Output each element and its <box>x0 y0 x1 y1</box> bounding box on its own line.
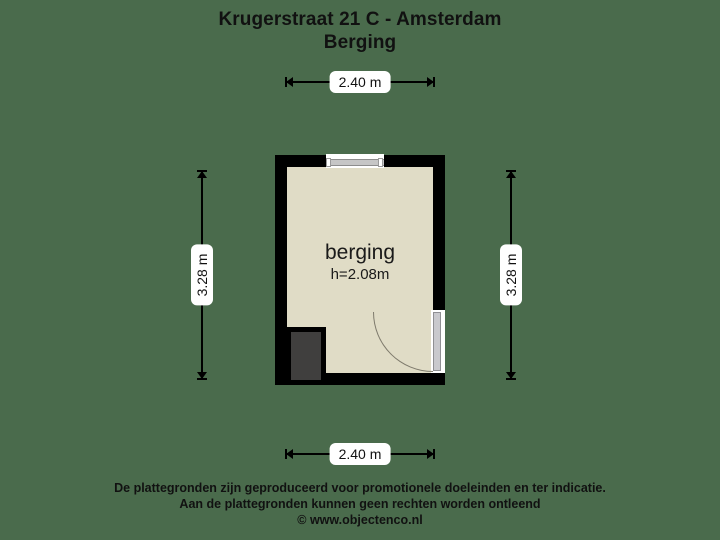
arrow-down-icon <box>197 372 207 379</box>
dimension-tick-end <box>433 449 435 459</box>
floorplan-berging: berging h=2.08m <box>275 154 445 385</box>
window-post-left-icon <box>326 158 331 167</box>
dimension-right: 3.28 m <box>500 170 522 380</box>
storage-cupboard-fill <box>291 332 321 380</box>
window-glazing-icon <box>326 159 384 166</box>
window-post-right-icon <box>378 158 383 167</box>
dimension-top-label: 2.40 m <box>329 71 391 93</box>
arrow-left-icon <box>286 449 293 459</box>
dimension-top: 2.40 m <box>285 71 435 93</box>
arrow-right-icon <box>427 449 434 459</box>
dimension-tick-end <box>506 378 516 380</box>
dimension-left: 3.28 m <box>191 170 213 380</box>
title-subject: Berging <box>323 32 397 53</box>
door-leaf-icon <box>433 312 441 371</box>
arrow-down-icon <box>506 372 516 379</box>
dimension-left-label: 3.28 m <box>191 244 213 306</box>
footer-disclaimer: De plattegronden zijn geproduceerd voor … <box>0 480 720 528</box>
storage-cupboard <box>286 327 326 385</box>
dimension-tick-end <box>433 77 435 87</box>
arrow-up-icon <box>506 171 516 178</box>
dimension-tick-end <box>197 378 207 380</box>
dimension-bottom: 2.40 m <box>285 443 435 465</box>
disclaimer-line-2: Aan de plattegronden kunnen geen rechten… <box>179 497 541 511</box>
page-title: Krugerstraat 21 C - Amsterdam Berging <box>0 8 720 54</box>
dimension-bottom-label: 2.40 m <box>329 443 391 465</box>
arrow-right-icon <box>427 77 434 87</box>
disclaimer-line-1: De plattegronden zijn geproduceerd voor … <box>114 481 606 495</box>
copyright-website: © www.objectenco.nl <box>297 513 423 527</box>
arrow-up-icon <box>197 171 207 178</box>
arrow-left-icon <box>286 77 293 87</box>
title-address: Krugerstraat 21 C - Amsterdam <box>218 9 502 30</box>
dimension-right-label: 3.28 m <box>500 244 522 306</box>
